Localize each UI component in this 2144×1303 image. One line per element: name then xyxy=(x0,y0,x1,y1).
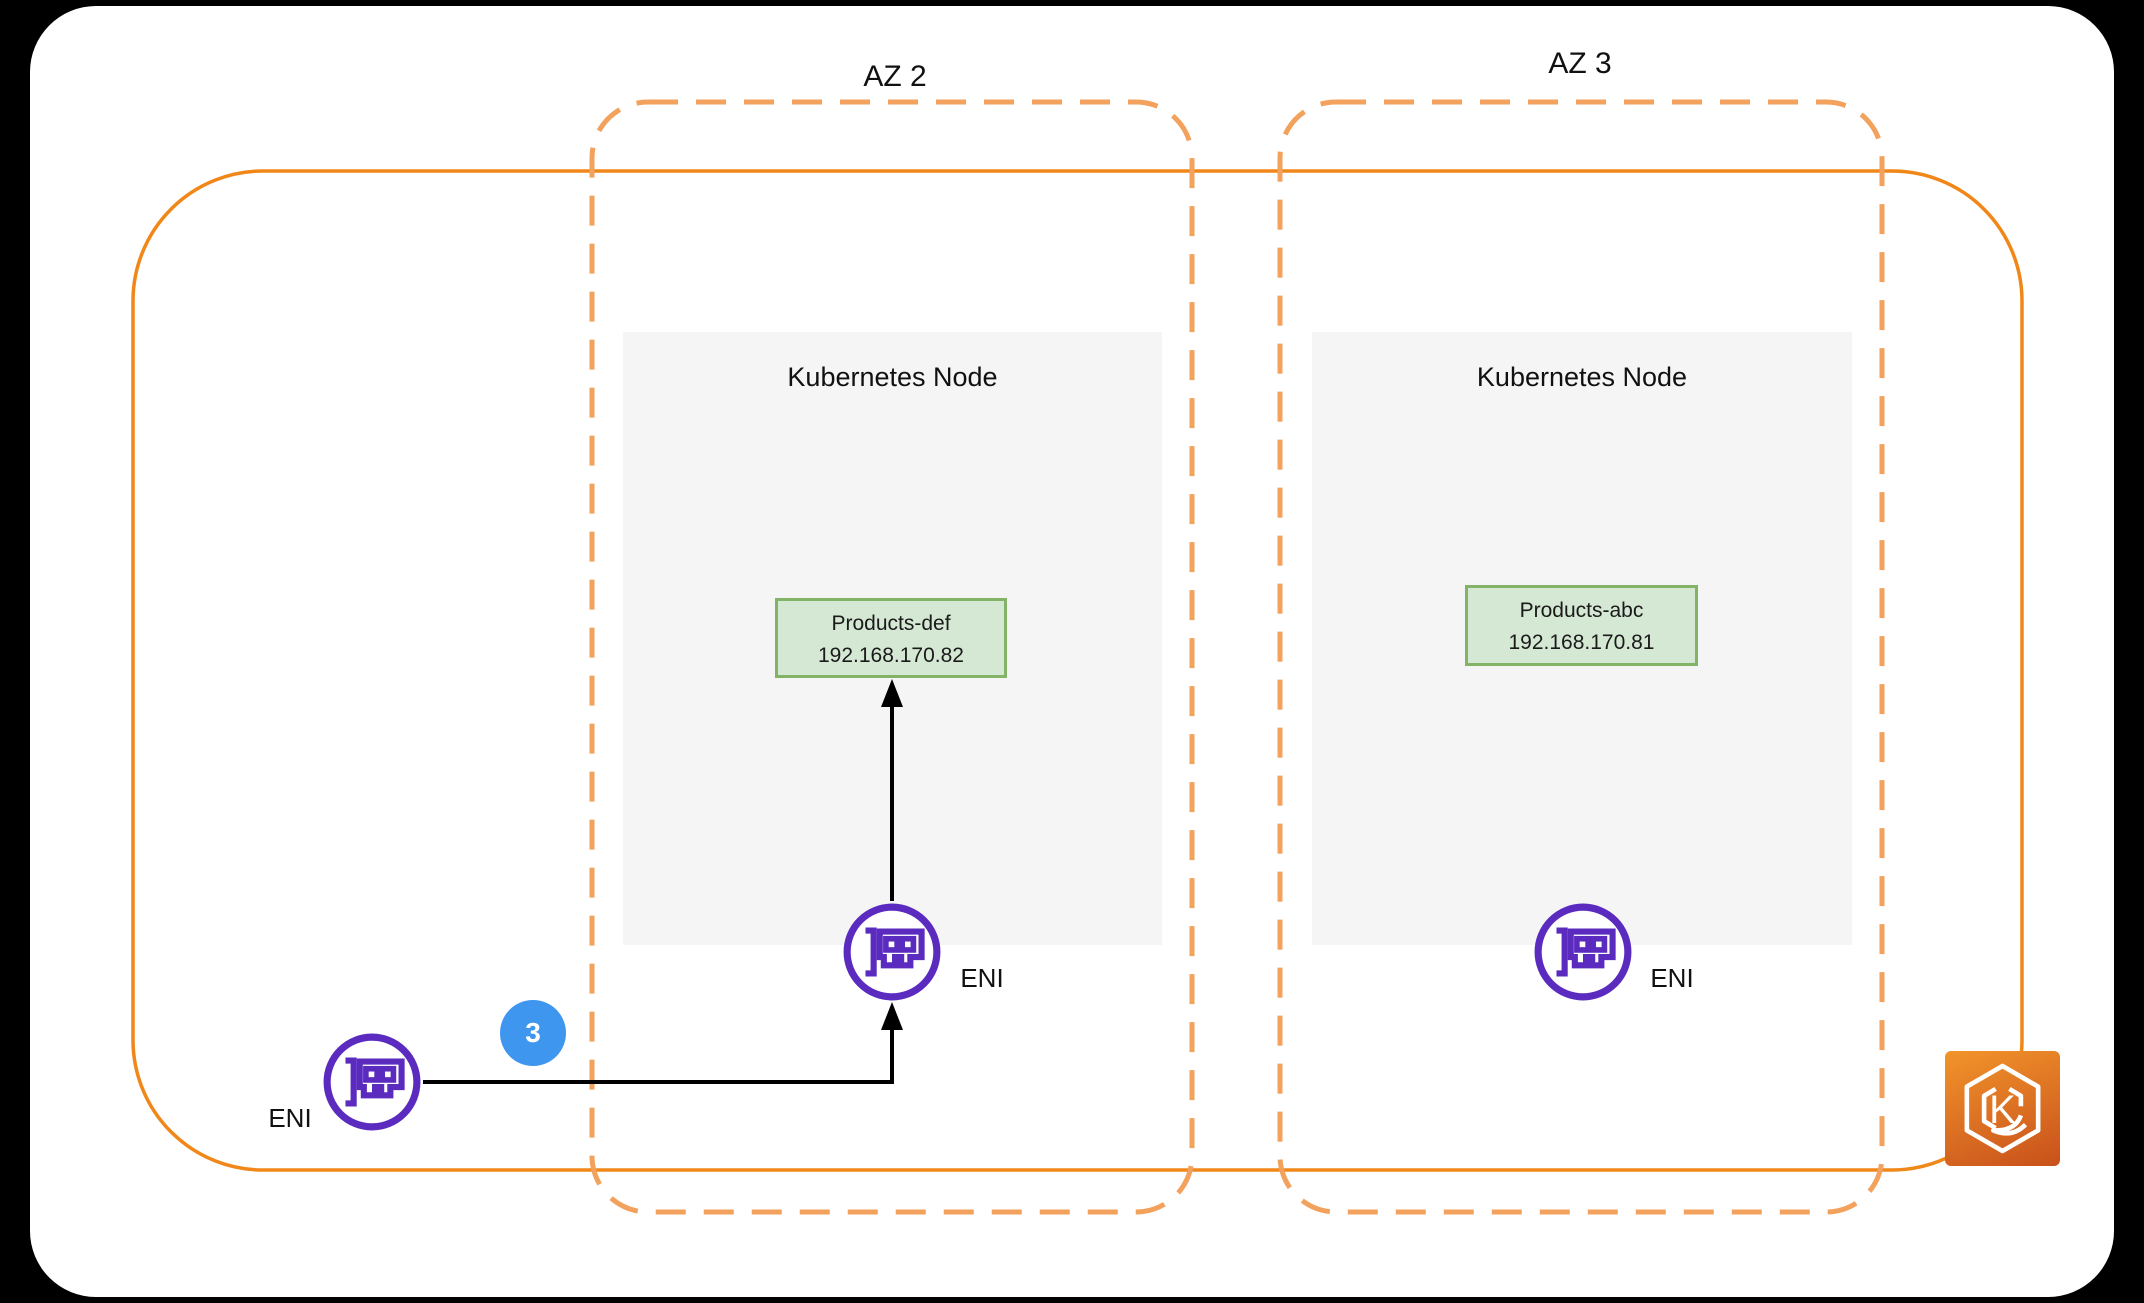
step-3-badge: 3 xyxy=(500,1000,566,1066)
pod-ip: 192.168.170.82 xyxy=(818,644,964,667)
az2-label: AZ 2 xyxy=(863,60,927,93)
pod-ip: 192.168.170.81 xyxy=(1508,631,1655,654)
pod-products-def: Products-def 192.168.170.82 xyxy=(775,598,1007,678)
eks-letter: K xyxy=(1989,1088,2016,1132)
kubernetes-node-title: Kubernetes Node xyxy=(1476,362,1688,392)
node-eni-icon-az3 xyxy=(1532,901,1634,1003)
pod-name: Products-def xyxy=(831,612,951,635)
kubernetes-node-title: Kubernetes Node xyxy=(787,362,998,392)
node-eni-icon-az2 xyxy=(841,901,943,1003)
external-eni-label: ENI xyxy=(268,1103,312,1133)
external-eni-icon xyxy=(321,1031,423,1133)
az3-label: AZ 3 xyxy=(1548,47,1612,80)
network-interface-card-icon xyxy=(323,1033,421,1131)
eks-icon: K xyxy=(1945,1051,2060,1166)
network-interface-card-icon xyxy=(1534,903,1632,1001)
pod-name: Products-abc xyxy=(1519,599,1644,622)
pod-products-abc: Products-abc 192.168.170.81 xyxy=(1465,585,1698,666)
kubernetes-hexagon-icon xyxy=(1964,1063,2041,1154)
network-interface-card-icon xyxy=(843,903,941,1001)
node-eni-label-az3: ENI xyxy=(1650,963,1694,993)
node-eni-label-az2: ENI xyxy=(960,963,1004,993)
